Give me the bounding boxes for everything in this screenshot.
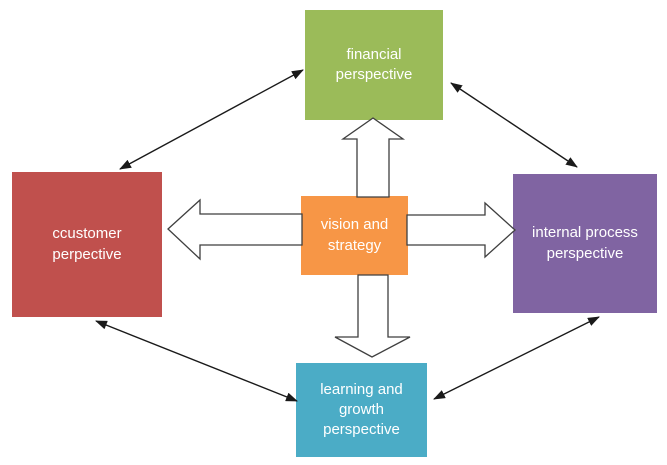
left-block-arrow-icon <box>167 198 303 261</box>
node-learning-growth-perspective: learning and growth perspective <box>296 363 427 457</box>
connector-customer-learning <box>95 320 298 402</box>
node-internal-process-perspective: internal process perspective <box>513 174 657 313</box>
node-financial-perspective: financial perspective <box>305 10 443 120</box>
customer-perspective-label: ccustomer perpective <box>52 225 122 263</box>
node-vision-and-strategy: vision and strategy <box>301 196 408 275</box>
connector-customer-financial <box>119 69 304 170</box>
internal-process-perspective-label: internal process perspective <box>532 224 638 262</box>
vision-and-strategy-label: vision and strategy <box>320 216 389 254</box>
learning-growth-perspective-label: learning and growth perspective <box>320 380 403 439</box>
node-customer-perspective: ccustomer perpective <box>12 172 162 317</box>
up-block-arrow-icon <box>340 117 406 198</box>
financial-perspective-label: financial perspective <box>335 45 413 83</box>
down-block-arrow-icon <box>334 274 411 358</box>
connector-learning-internal <box>433 316 600 400</box>
right-block-arrow-icon <box>406 201 516 259</box>
connector-financial-internal <box>450 82 578 168</box>
